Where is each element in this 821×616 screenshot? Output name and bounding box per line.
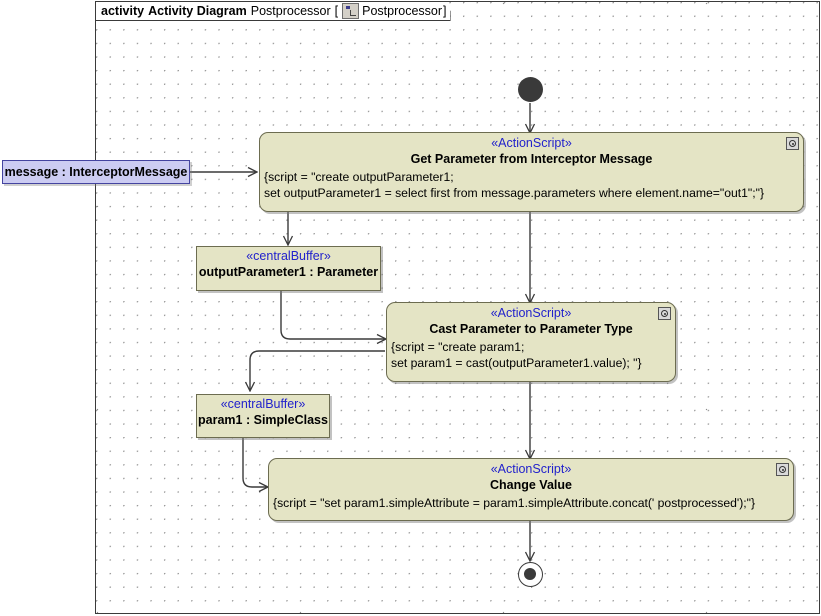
frame-title-tab: activity Activity Diagram Postprocessor … bbox=[96, 2, 451, 21]
buffer2-stereotype: «centralBuffer» bbox=[220, 397, 306, 411]
action-get-parameter-from-interceptor-message[interactable]: «ActionScript» Get Parameter from Interc… bbox=[259, 132, 804, 212]
activity-node-icon bbox=[342, 3, 359, 19]
action-script-icon[interactable] bbox=[776, 463, 789, 476]
action-script-icon[interactable] bbox=[786, 137, 799, 150]
action1-title: Get Parameter from Interceptor Message bbox=[410, 152, 653, 166]
buffer1-stereotype: «centralBuffer» bbox=[246, 249, 331, 263]
central-buffer-param1[interactable]: «centralBuffer» param1 : SimpleClass bbox=[196, 394, 330, 438]
action2-script-line1: {script = "create param1; bbox=[391, 340, 525, 354]
action3-stereotype: «ActionScript» bbox=[490, 462, 572, 476]
buffer1-title: outputParameter1 : Parameter bbox=[198, 265, 379, 279]
action3-title: Change Value bbox=[490, 478, 572, 492]
action1-script-line1: {script = "create outputParameter1; bbox=[264, 170, 454, 184]
frame-context-name: Postprocessor bbox=[362, 4, 443, 18]
action2-title: Cast Parameter to Parameter Type bbox=[429, 322, 633, 336]
message-pin-label: message : InterceptorMessage bbox=[4, 165, 188, 179]
activity-final-node[interactable] bbox=[518, 562, 543, 587]
frame-keyword: activity bbox=[101, 4, 145, 18]
buffer2-title: param1 : SimpleClass bbox=[198, 413, 328, 427]
action1-stereotype: «ActionScript» bbox=[491, 136, 572, 150]
frame-bracket-close: ] bbox=[443, 4, 447, 18]
action-script-icon[interactable] bbox=[658, 307, 671, 320]
action3-script-line1: {script = "set param1.simpleAttribute = … bbox=[273, 496, 756, 510]
action1-script-line2: set outputParameter1 = select first from… bbox=[264, 186, 765, 200]
action-cast-parameter-to-parameter-type[interactable]: «ActionScript» Cast Parameter to Paramet… bbox=[386, 302, 676, 382]
action2-script-line2: set param1 = cast(outputParameter1.value… bbox=[391, 356, 642, 370]
frame-diagram-type: Activity Diagram bbox=[148, 4, 247, 18]
frame-bracket-open: [ bbox=[334, 4, 339, 18]
message-pin[interactable]: message : InterceptorMessage bbox=[2, 160, 190, 184]
central-buffer-output-parameter1[interactable]: «centralBuffer» outputParameter1 : Param… bbox=[196, 246, 381, 291]
action2-stereotype: «ActionScript» bbox=[490, 306, 572, 320]
action-change-value[interactable]: «ActionScript» Change Value {script = "s… bbox=[268, 458, 794, 521]
initial-node[interactable] bbox=[518, 77, 543, 102]
frame-diagram-name: Postprocessor bbox=[250, 4, 331, 18]
